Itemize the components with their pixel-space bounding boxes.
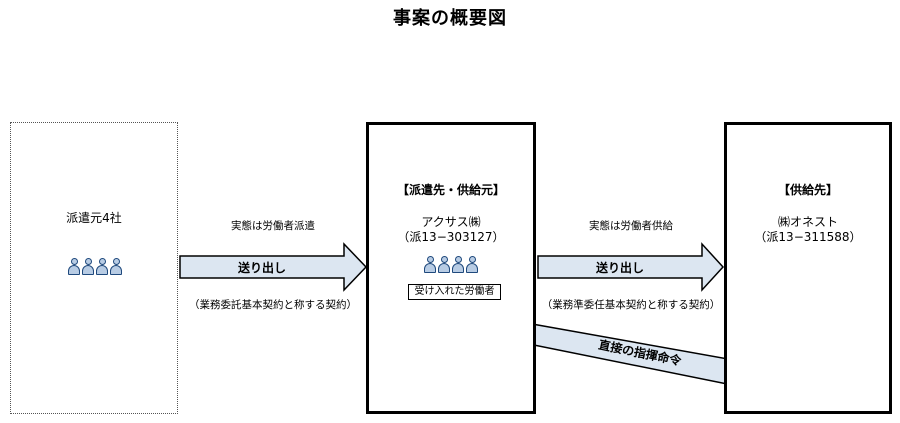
middle-company: アクサス㈱ (421, 215, 481, 229)
worker-group-icon (424, 256, 478, 274)
dispatcher-box: 派遣元4社 (10, 122, 178, 414)
dispatch-arrow-right (537, 242, 725, 292)
accepted-workers-label: 受け入れた労働者 (408, 284, 501, 300)
dispatch-arrow-left (179, 242, 368, 292)
left-arrow-caption-above: 実態は労働者派遣 (231, 220, 315, 232)
left-arrow-caption-below: （業務委託基本契約と称する契約） (189, 299, 357, 311)
person-icon (82, 258, 94, 276)
right-role: 【供給先】 (777, 183, 838, 197)
person-icon (424, 256, 436, 274)
middle-role: 【派遣先・供給元】 (396, 183, 505, 197)
person-icon (466, 256, 478, 274)
person-icon (96, 258, 108, 276)
person-icon (68, 258, 80, 276)
dispatch-destination-box: 【派遣先・供給元】 アクサス㈱ （派13−303127） (366, 122, 536, 414)
person-icon (438, 256, 450, 274)
supply-destination-box: 【供給先】 ㈱オネスト （派13−311588） (724, 122, 892, 414)
middle-license: （派13−303127） (397, 230, 505, 244)
right-arrow-caption-above: 実態は労働者供給 (589, 220, 673, 232)
right-arrow-caption-below: （業務準委任基本契約と称する契約） (541, 299, 721, 311)
worker-group-icon (68, 258, 122, 276)
dispatcher-name: 派遣元4社 (66, 211, 122, 225)
right-company: ㈱オネスト (777, 215, 838, 229)
right-arrow-label: 送り出し (595, 261, 644, 275)
left-arrow-label: 送り出し (237, 261, 286, 275)
person-icon (452, 256, 464, 274)
person-icon (110, 258, 122, 276)
diagram-title: 事案の概要図 (393, 8, 507, 29)
right-license: （派13−311588） (754, 230, 862, 244)
